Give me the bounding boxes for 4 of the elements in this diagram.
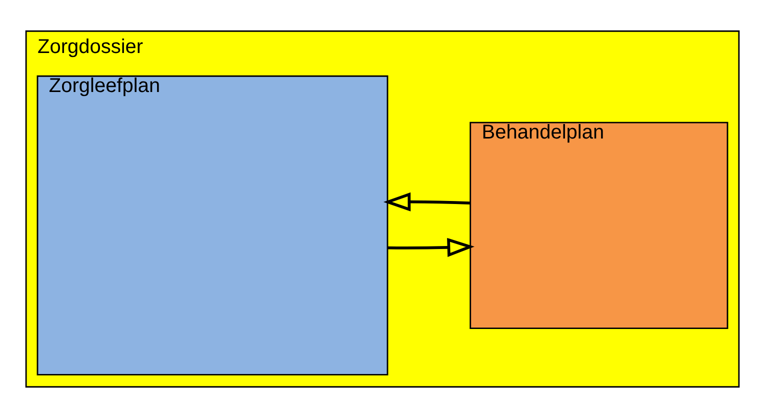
arrow bbox=[383, 192, 470, 212]
node-box: Behandelplan bbox=[470, 122, 728, 329]
node-box: Zorgleefplan bbox=[36, 75, 388, 376]
arrow bbox=[388, 238, 474, 257]
